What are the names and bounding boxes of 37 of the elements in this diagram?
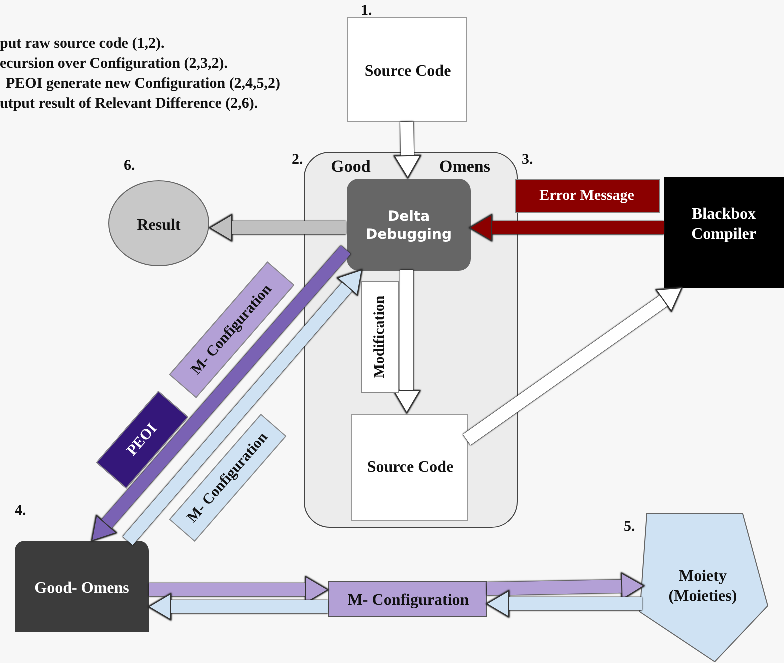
node-text: Delta Debugging	[365, 209, 453, 244]
step-note: PEOI generate new Configuration (2,4,5,2)	[6, 76, 281, 93]
node-text: Source Code	[364, 62, 452, 82]
node-text: Good- Omens	[34, 579, 130, 599]
step-number: 2.	[292, 152, 304, 169]
process-box	[347, 179, 471, 271]
node-text: M- Configuration	[346, 591, 470, 611]
process-box	[347, 17, 467, 122]
block-arrow	[210, 214, 346, 242]
node-text: Good	[330, 156, 372, 178]
process-box	[15, 541, 149, 632]
process-box	[351, 414, 468, 521]
node-text: Source Code	[366, 458, 455, 478]
node-text: Omens	[438, 156, 492, 178]
result-ellipse	[108, 180, 210, 267]
process-box	[664, 177, 784, 288]
step-note: ecursion over Configuration (2,3,2).	[0, 56, 228, 73]
step-number: 4.	[15, 503, 26, 520]
block-arrow	[394, 122, 422, 178]
step-note: utput result of Relevant Difference (2,6).	[0, 96, 258, 113]
block-arrow	[148, 593, 328, 620]
block-arrow	[486, 590, 642, 618]
node-text: Moiety (Moieties)	[668, 567, 738, 607]
edge-label: Modification	[361, 281, 399, 393]
node-text: Result	[136, 216, 182, 236]
step-number: 6.	[124, 158, 136, 175]
process-box	[328, 581, 487, 617]
block-arrow	[393, 270, 420, 414]
node-text: Blackbox Compiler	[690, 205, 758, 245]
step-note: put raw source code (1,2).	[0, 36, 165, 53]
edge-label: Error Message	[514, 179, 660, 213]
step-number: 5.	[624, 519, 636, 536]
step-number: 1.	[361, 3, 372, 20]
block-arrow	[470, 214, 664, 242]
step-note: 3.	[522, 152, 534, 169]
block-arrow	[486, 572, 645, 600]
block-arrow	[149, 576, 328, 604]
